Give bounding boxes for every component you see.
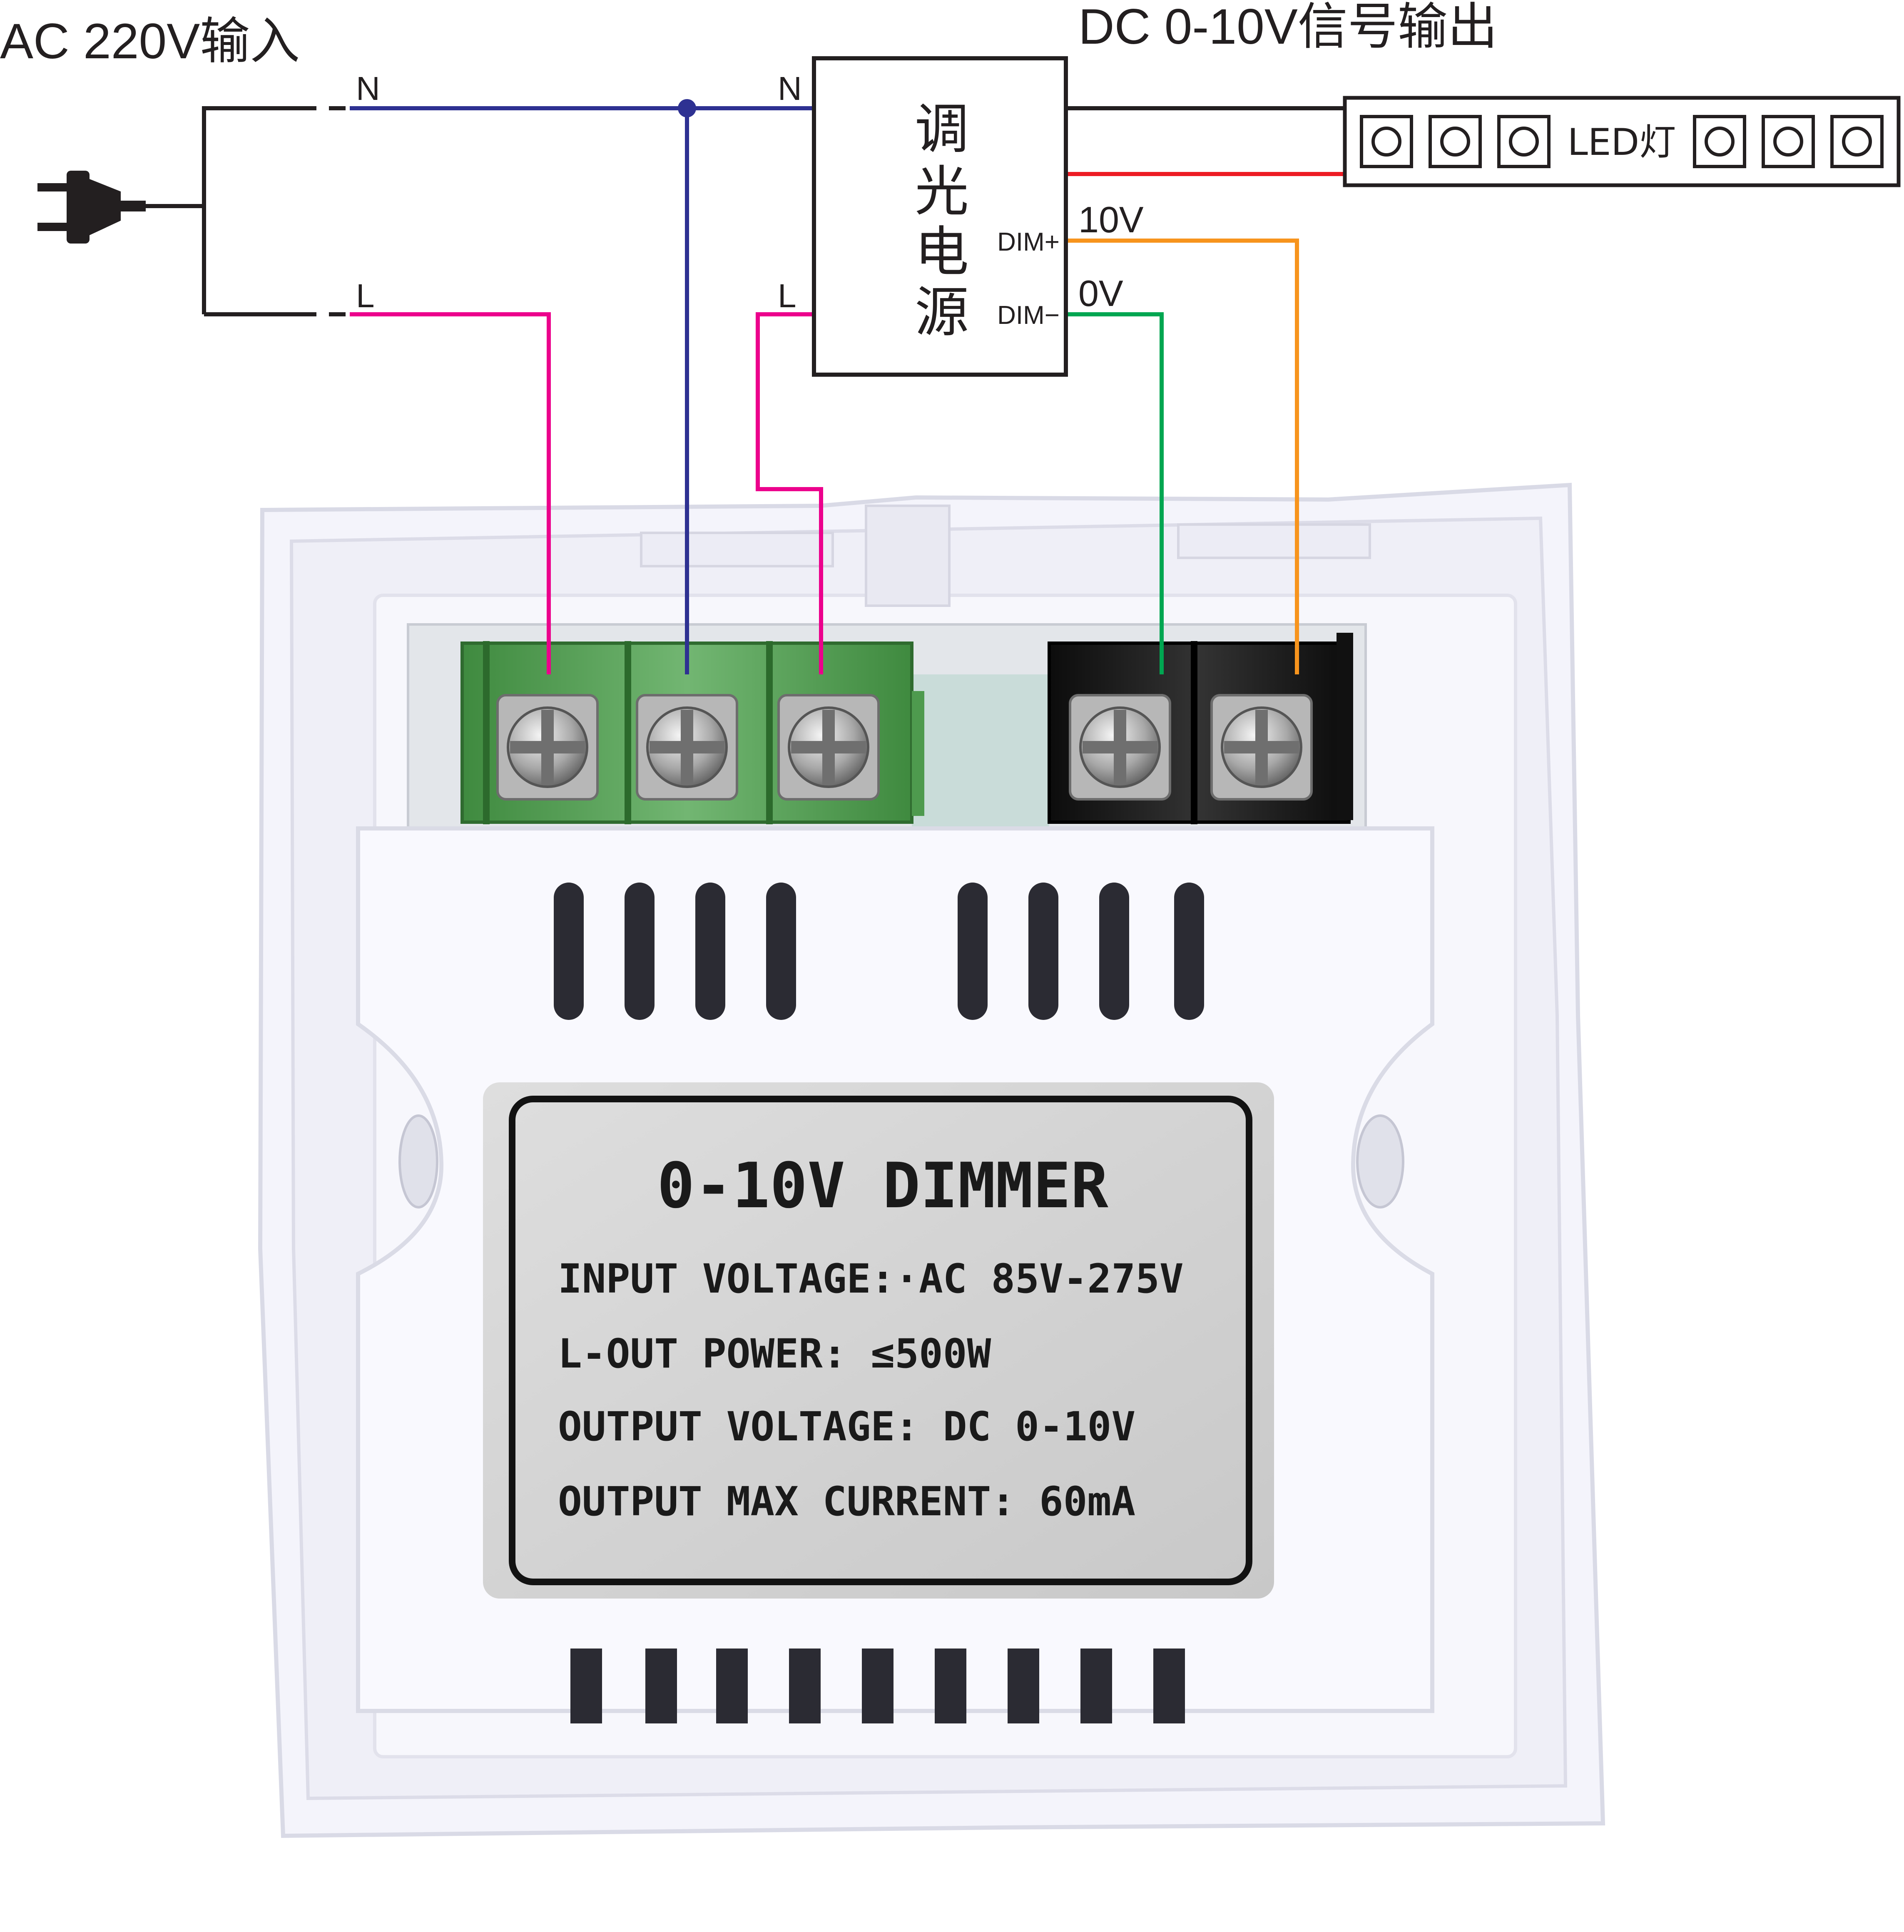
ac-input-label: AC 220V输入 <box>0 13 300 69</box>
psu-title-char-2: 光 <box>915 160 969 223</box>
l-psu-label: L <box>778 277 796 314</box>
led-strip-label: LED灯 <box>1568 121 1676 164</box>
n-left-label: N <box>356 70 380 107</box>
screw-terminal-l-out[interactable] <box>777 694 880 801</box>
dim-plus-wire <box>1066 239 1299 674</box>
dimming-power-supply: 调 光 电 源 DIM+ DIM− <box>812 56 1068 377</box>
top-tab <box>640 532 834 567</box>
nameplate-line-output-voltage: OUTPUT VOLTAGE: DC 0-10V <box>558 1403 1135 1450</box>
psu-dim-minus-label: DIM− <box>997 301 1060 330</box>
10v-label: 10V <box>1078 199 1144 240</box>
nameplate-border <box>509 1096 1252 1585</box>
led-cells-left <box>1360 115 1551 168</box>
psu-title-char-4: 源 <box>915 281 969 344</box>
top-notch <box>865 505 951 607</box>
mount-hole-right <box>1356 1114 1404 1208</box>
neutral-junction <box>678 99 696 117</box>
n-psu-label: N <box>778 70 802 107</box>
live-in-wire <box>350 312 551 674</box>
l-left-label: L <box>356 277 375 314</box>
nameplate-line-input-voltage: INPUT VOLTAGE:·AC 85V-275V <box>558 1256 1184 1302</box>
top-tab <box>1177 523 1371 559</box>
led-cells-right <box>1693 115 1884 168</box>
psu-title-char-1: 调 <box>915 97 969 161</box>
nameplate-title: 0-10V DIMMER <box>657 1150 1108 1222</box>
0v-label: 0V <box>1078 273 1123 314</box>
screw-terminal-dim-minus[interactable] <box>1069 694 1171 801</box>
pcb-strip <box>912 674 1049 837</box>
wires <box>142 99 1345 674</box>
top-vents <box>554 883 1204 1020</box>
mount-hole-left <box>398 1114 438 1208</box>
dc-output-label: DC 0-10V信号输出 <box>1078 0 1498 55</box>
screw-terminal-n[interactable] <box>636 694 738 801</box>
plug-icon <box>37 171 146 244</box>
live-out-wire <box>756 312 823 674</box>
psu-title-char-3: 电 <box>915 220 969 283</box>
nameplate <box>483 1082 1274 1599</box>
dimmer-module: 0-10V DIMMER INPUT VOLTAGE:·AC 85V-275V … <box>258 482 1605 1838</box>
nameplate-line-max-current: OUTPUT MAX CURRENT: 60mA <box>558 1478 1135 1525</box>
dim-minus-wire <box>1066 312 1164 674</box>
psu-dim-plus-label: DIM+ <box>997 228 1060 256</box>
bottom-vents <box>570 1649 1185 1723</box>
nameplate-line-load-power: L-OUT POWER: ≤500W <box>558 1330 991 1377</box>
screw-terminal-l-in[interactable] <box>496 694 599 801</box>
screw-terminal-dim-plus[interactable] <box>1210 694 1313 801</box>
led-strip: LED灯 <box>1343 96 1901 187</box>
